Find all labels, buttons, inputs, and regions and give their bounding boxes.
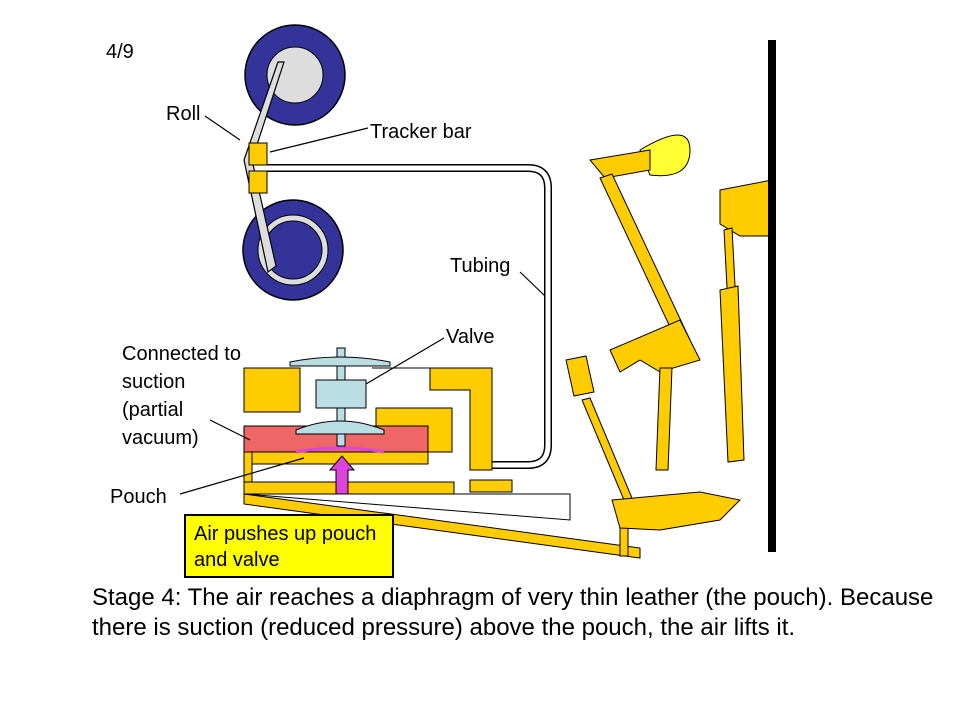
piano-action (565, 134, 773, 531)
tubing-label: Tubing (450, 255, 511, 277)
pouch-label: Pouch (110, 486, 167, 508)
caption: Stage 4: The air reaches a diaphragm of … (92, 584, 934, 641)
lower-roll (242, 199, 344, 301)
leader-lines (179, 115, 546, 495)
tracker-bar-label: Tracker bar (370, 121, 472, 143)
piano-string (768, 40, 776, 552)
roll-label: Roll (166, 103, 201, 125)
slide-number: 4/9 (106, 41, 134, 63)
valve-block (243, 367, 513, 495)
valve-label: Valve (446, 326, 495, 348)
suction-label: Connected to suction (partial vacuum) (122, 343, 241, 449)
air-callout: Air pushes up pouch and valve (184, 514, 394, 578)
valve (289, 347, 391, 447)
lift-rail (243, 493, 571, 521)
paper-roll-path (243, 61, 285, 274)
pouch (295, 446, 385, 454)
tracker-bar (248, 142, 268, 194)
upper-roll (244, 24, 346, 126)
